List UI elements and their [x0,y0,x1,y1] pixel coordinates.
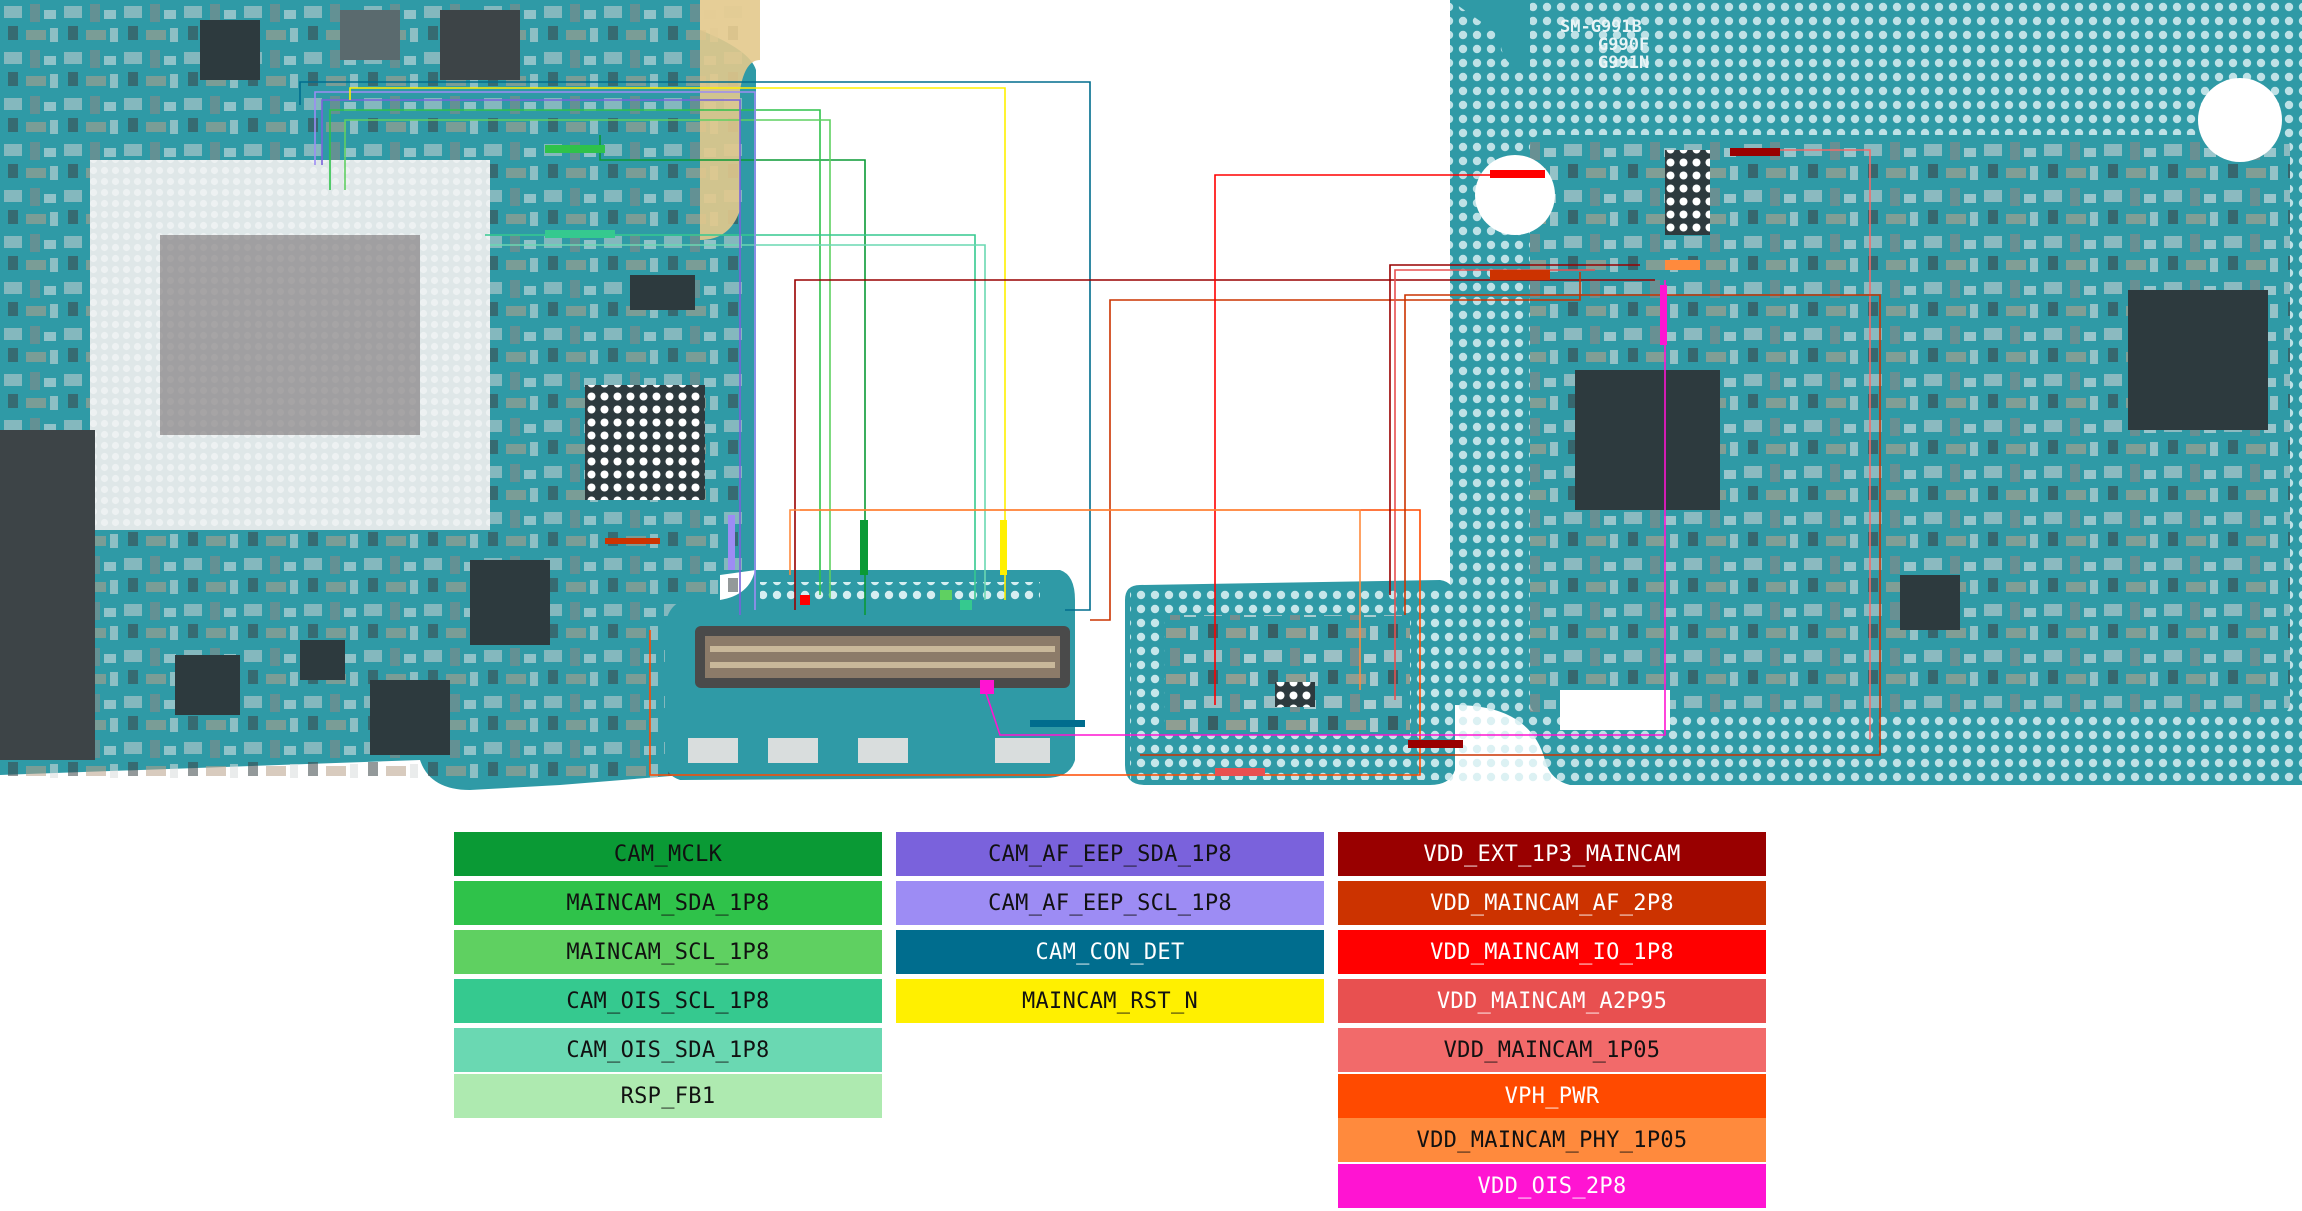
legend-item-maincam-scl-1p8: MAINCAM_SCL_1P8 [454,930,882,974]
right-board-section [1450,0,2302,785]
legend-item-maincam-sda-1p8: MAINCAM_SDA_1P8 [454,881,882,925]
pcb-board-photo: SM-G991B G990F G991N [0,0,2302,790]
model-line-3: G991N [1598,53,1649,73]
legend-item-vdd-maincam-phy-1p05: VDD_MAINCAM_PHY_1P05 [1338,1118,1766,1162]
trace-right-red [1140,294,1881,756]
trace-vdd-io-1p8 [1214,174,1545,705]
left-board-section [0,0,756,790]
model-line-1: SM-G991B [1560,17,1642,37]
legend-item-maincam-rst-n: MAINCAM_RST_N [896,979,1324,1023]
trace-vdd-1p05 [1770,149,1871,740]
trace-af-eep-scl [314,91,756,610]
legend-item-cam-af-eep-scl-1p8: CAM_AF_EEP_SCL_1P8 [896,881,1324,925]
trace-phy-1p05 [789,509,1361,690]
legend-item-rsp-fb1: RSP_FB1 [454,1074,882,1118]
legend-item-cam-af-eep-sda-1p8: CAM_AF_EEP_SDA_1P8 [896,832,1324,876]
trace-ois-scl [485,234,976,600]
trace-cam-con-det [299,81,1091,611]
trace-maincam-scl [344,119,831,598]
trace-af-eep-sda [321,99,741,615]
legend-item-vdd-ois-2p8: VDD_OIS_2P8 [1338,1164,1766,1208]
legend-item-vdd-ext-1p3-maincam: VDD_EXT_1P3_MAINCAM [1338,832,1766,876]
legend-item-cam-mclk: CAM_MCLK [454,832,882,876]
legend-item-cam-ois-sda-1p8: CAM_OIS_SDA_1P8 [454,1028,882,1072]
legend-item-vph-pwr: VPH_PWR [1338,1074,1766,1118]
trace-maincam-rst [349,87,1006,600]
legend-item-vdd-maincam-1p05: VDD_MAINCAM_1P05 [1338,1028,1766,1072]
trace-right-red2 [1389,264,1640,595]
legend-item-vdd-maincam-af-2p8: VDD_MAINCAM_AF_2P8 [1338,881,1766,925]
trace-ois-sda [490,244,986,600]
signal-traces [299,81,1881,776]
trace-ois-2p8 [984,280,1666,736]
board-model-text: SM-G991B G990F G991N [1560,17,1649,73]
model-line-2: G990F [1598,35,1649,55]
highlight-pads [545,145,1780,776]
trace-maincam-sda [329,109,821,595]
trace-vdd-ext-1p3 [794,279,1655,610]
connector-board-section [665,570,1075,780]
legend-item-cam-con-det: CAM_CON_DET [896,930,1324,974]
legend-item-cam-ois-scl-1p8: CAM_OIS_SCL_1P8 [454,979,882,1023]
legend-item-vdd-maincam-a2p95: VDD_MAINCAM_A2P95 [1338,979,1766,1023]
legend-item-vdd-maincam-io-1p8: VDD_MAINCAM_IO_1P8 [1338,930,1766,974]
shield-board-section [1125,580,1455,785]
trace-vdd-af-2p8 [1090,272,1581,621]
